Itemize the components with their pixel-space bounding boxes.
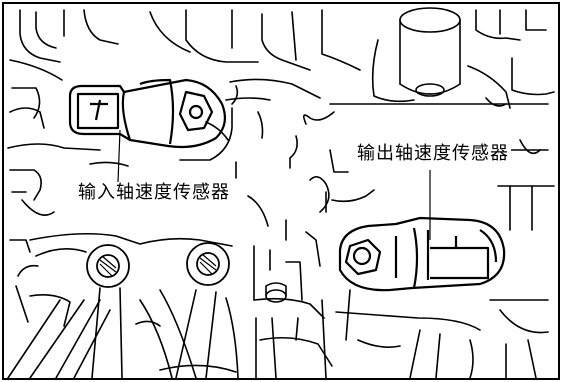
input-shaft-speed-sensor-label: 输入轴速度传感器 [76,182,232,204]
output-shaft-speed-sensor-label: 输出轴速度传感器 [355,143,511,165]
input-shaft-speed-sensor [68,78,227,149]
mount-bosses [86,242,230,288]
leader-lines [117,129,431,240]
output-shaft-speed-sensor [338,216,506,292]
boss-threads [99,253,217,277]
housing-linework [7,7,555,379]
